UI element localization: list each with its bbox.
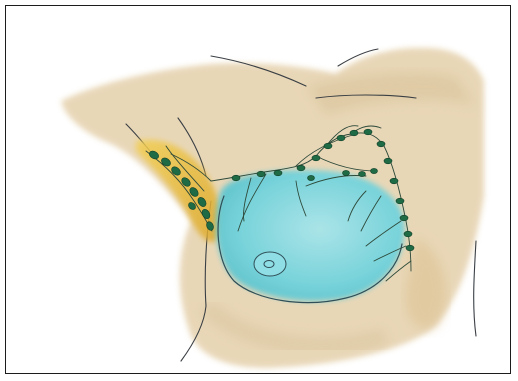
nipple-areola [254, 252, 286, 276]
lymph-node [337, 135, 345, 141]
lymph-node [406, 245, 414, 251]
lymph-node [308, 175, 315, 180]
lymph-node [371, 168, 378, 173]
breast-outline [216, 170, 405, 302]
lymph-node [350, 130, 358, 136]
breast-lymphatics-illustration [6, 6, 511, 374]
lymph-node [404, 231, 412, 237]
lymph-node [232, 175, 240, 181]
lymph-node [343, 170, 350, 175]
lymph-node [359, 171, 366, 176]
lymph-node [390, 178, 398, 184]
lymph-node [396, 198, 404, 204]
lymph-node [257, 171, 265, 177]
lymph-node [312, 155, 320, 161]
illustration-frame [5, 5, 511, 374]
lymph-node [364, 129, 372, 135]
lymph-node [384, 158, 392, 164]
lymph-node [377, 141, 385, 147]
lymph-node [297, 165, 305, 171]
lymph-node [400, 215, 408, 221]
lymph-node [274, 170, 282, 176]
lymph-node [324, 143, 332, 149]
